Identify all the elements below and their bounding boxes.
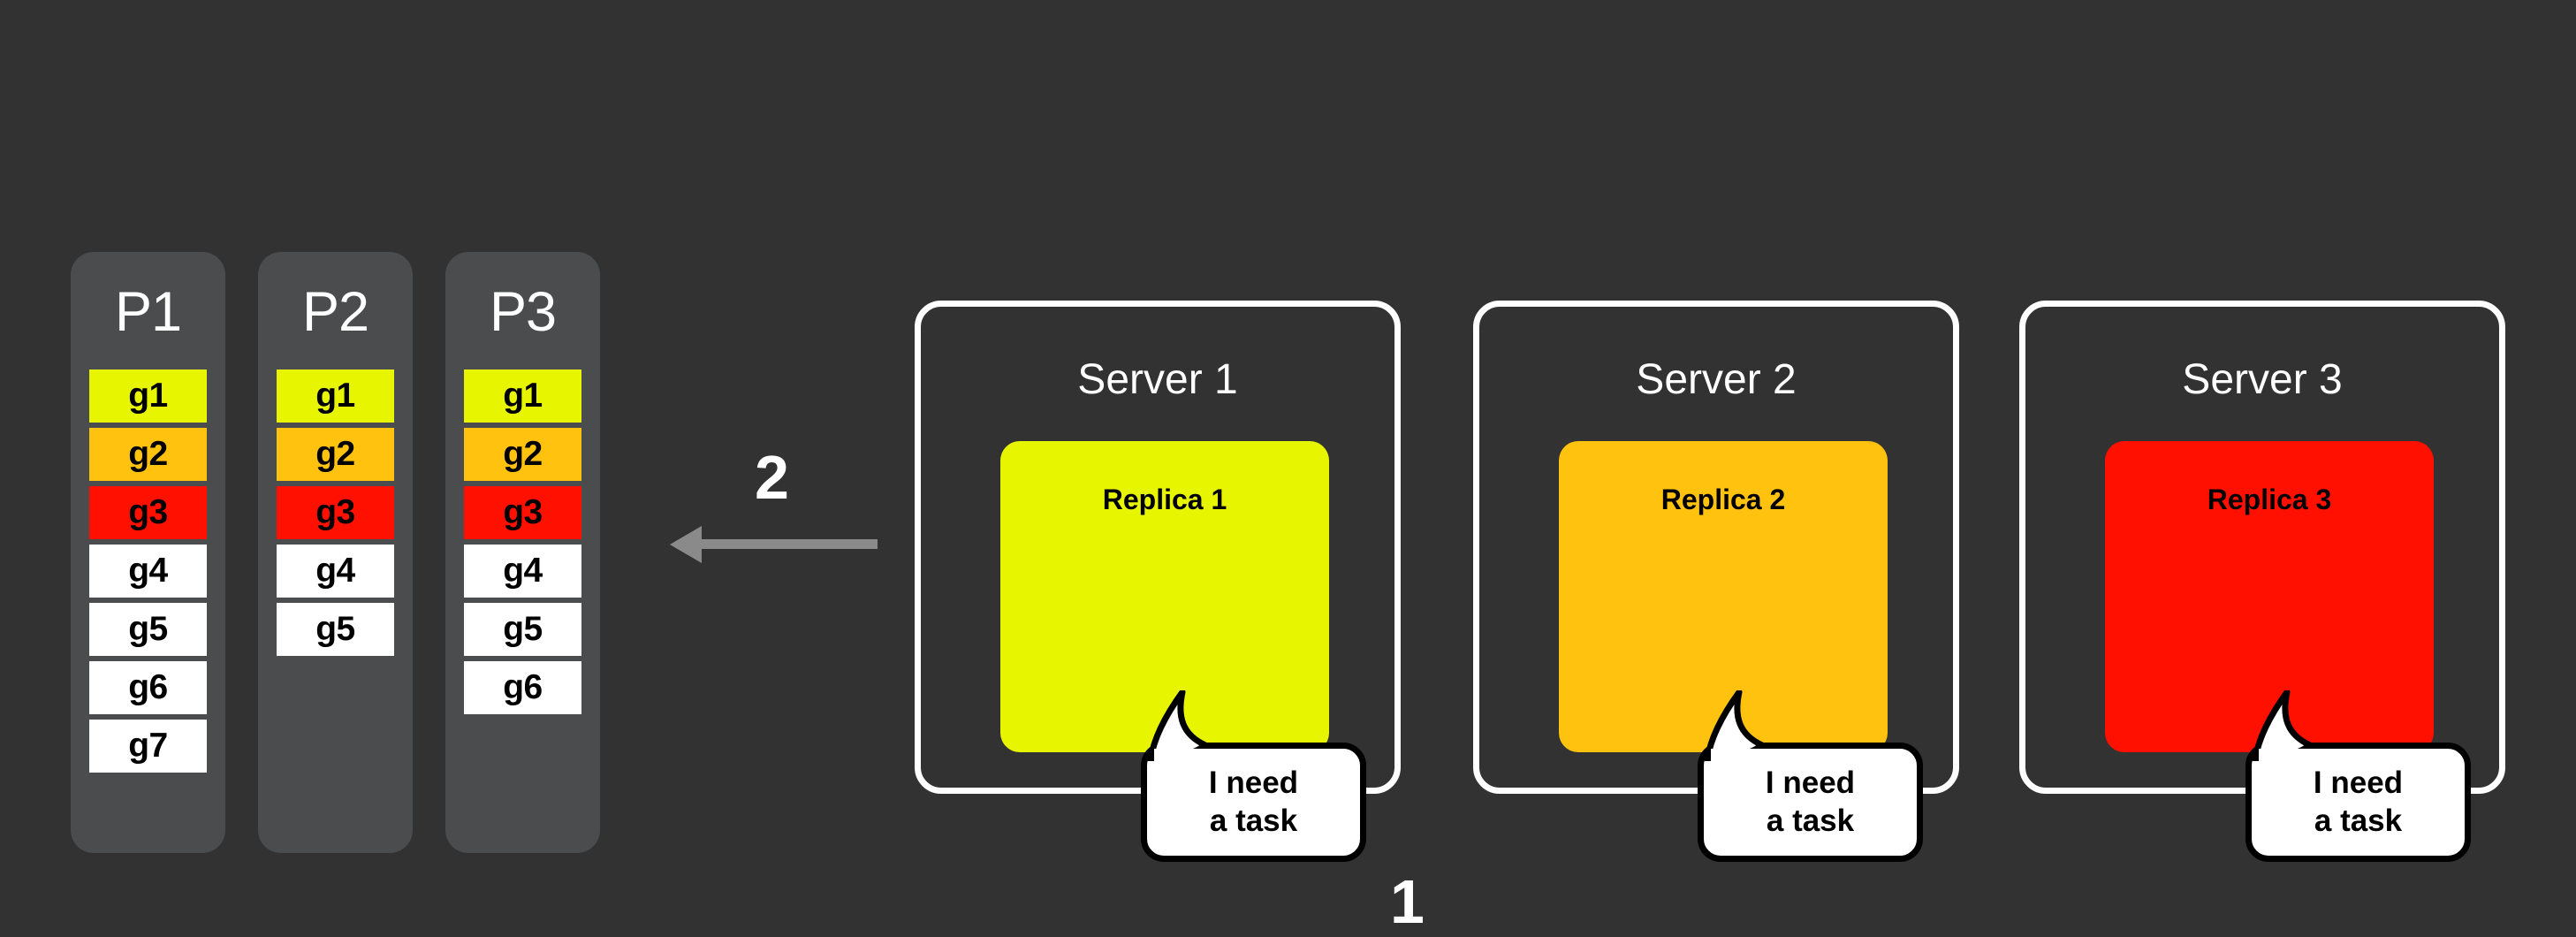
bubble-line-2: a task xyxy=(1766,803,1855,838)
bubble-line-1: I need xyxy=(2313,765,2404,800)
replica-label: Replica 2 xyxy=(1660,484,1786,515)
partition-cell: g4 xyxy=(89,545,207,598)
partition-cell: g7 xyxy=(89,720,207,773)
partition-cell: g3 xyxy=(277,486,394,539)
server-box-2: Server 2 Replica 2 xyxy=(1473,301,1959,794)
partition-cell: g5 xyxy=(89,603,207,656)
partition-title-p3: P3 xyxy=(489,281,557,343)
partition-cell: g5 xyxy=(464,603,581,656)
partition-column-p2: P2 g1 g2 g3 g4 g5 xyxy=(258,252,413,853)
partition-cell: g6 xyxy=(89,661,207,714)
partition-column-p3: P3 g1 g2 g3 g4 g5 g6 xyxy=(445,252,600,853)
partition-cell: g4 xyxy=(277,545,394,598)
partition-cell: g3 xyxy=(89,486,207,539)
bubble-line-1: I need xyxy=(1208,765,1299,800)
server-title: Server 3 xyxy=(2182,356,2343,403)
partition-cell: g1 xyxy=(464,369,581,423)
partition-cell: g4 xyxy=(464,545,581,598)
speech-bubble-server-3: I need a task xyxy=(2245,690,2471,862)
step-1-label: 1 xyxy=(1390,867,1425,936)
partition-cell-list-p1: g1 g2 g3 g4 g5 g6 g7 xyxy=(71,369,225,773)
partition-cell: g2 xyxy=(464,428,581,481)
speech-bubble-server-1: I need a task xyxy=(1141,690,1366,862)
arrow-shaft xyxy=(698,539,878,549)
server-title: Server 2 xyxy=(1636,356,1797,403)
server-box-3: Server 3 Replica 3 xyxy=(2019,301,2505,794)
partition-group: P1 g1 g2 g3 g4 g5 g6 g7 P2 g1 g2 g3 g4 g… xyxy=(71,252,600,853)
replica-box: Replica 1 xyxy=(1000,441,1329,752)
partition-cell: g2 xyxy=(89,428,207,481)
partition-column-p1: P1 g1 g2 g3 g4 g5 g6 g7 xyxy=(71,252,225,853)
server-box-1: Server 1 Replica 1 xyxy=(915,301,1401,794)
partition-cell: g1 xyxy=(277,369,394,423)
replica-box: Replica 2 xyxy=(1559,441,1888,752)
bubble-line-2: a task xyxy=(1209,803,1298,838)
flow-arrow-group: 2 xyxy=(663,443,878,588)
bubble-line-2: a task xyxy=(2314,803,2403,838)
partition-title-p1: P1 xyxy=(114,281,182,343)
partition-title-p2: P2 xyxy=(301,281,369,343)
partition-cell-list-p2: g1 g2 g3 g4 g5 xyxy=(258,369,413,656)
bubble-line-1: I need xyxy=(1765,765,1856,800)
replica-label: Replica 1 xyxy=(1102,484,1227,515)
arrow-left-icon xyxy=(670,526,702,563)
partition-cell: g1 xyxy=(89,369,207,423)
speech-bubble-server-2: I need a task xyxy=(1698,690,1923,862)
partition-cell: g3 xyxy=(464,486,581,539)
partition-cell: g6 xyxy=(464,661,581,714)
step-2-label: 2 xyxy=(755,443,789,512)
partition-cell-list-p3: g1 g2 g3 g4 g5 g6 xyxy=(445,369,600,714)
replica-label: Replica 3 xyxy=(2207,484,2332,515)
partition-cell: g5 xyxy=(277,603,394,656)
partition-cell: g2 xyxy=(277,428,394,481)
replica-box: Replica 3 xyxy=(2105,441,2434,752)
server-title: Server 1 xyxy=(1077,356,1238,403)
